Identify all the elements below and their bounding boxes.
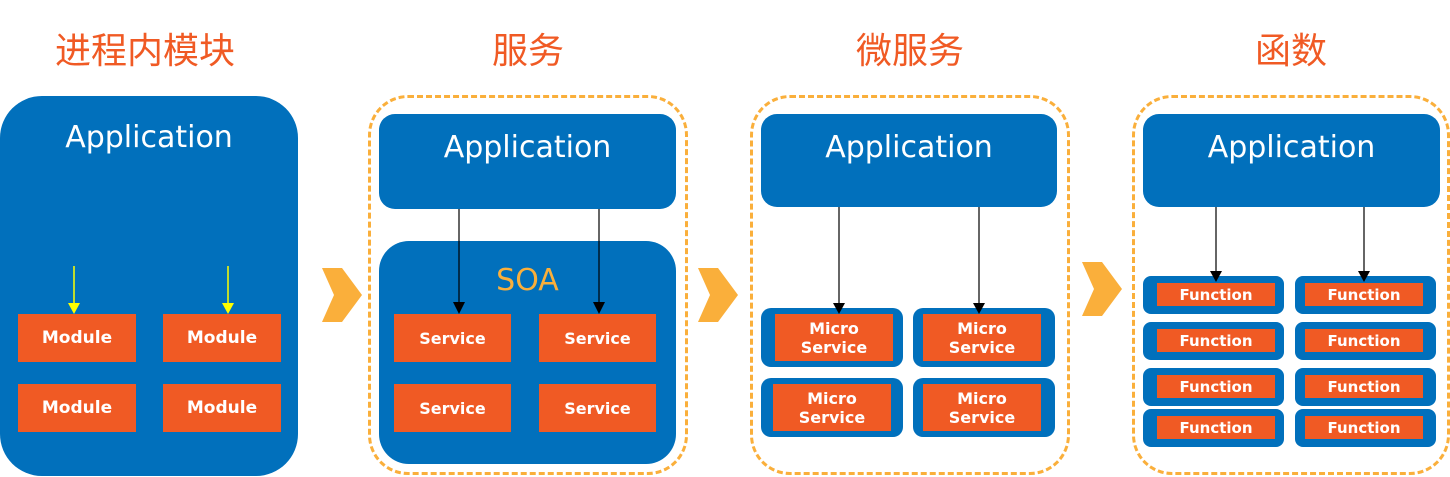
application-label: Application — [1207, 130, 1376, 165]
microservice-box: Micro Service — [773, 384, 891, 431]
stage-title-functions: 函数 — [1254, 31, 1327, 72]
stage-2-boundary — [368, 95, 688, 475]
module-box: Module — [18, 384, 136, 432]
function-container: Function — [1295, 409, 1436, 447]
module-box: Module — [163, 384, 281, 432]
microservice-box: Micro Service — [775, 314, 893, 361]
module-box: Module — [163, 314, 281, 362]
function-box: Function — [1305, 283, 1423, 306]
function-container: Function — [1295, 368, 1436, 406]
function-container: Function — [1295, 322, 1436, 360]
transition-arrow-icon — [698, 268, 738, 322]
stage-4-boundary — [1132, 95, 1450, 475]
microservice-container: Micro Service — [913, 378, 1055, 437]
transition-arrow-icon — [1082, 262, 1122, 316]
service-box: Service — [394, 314, 511, 362]
service-box: Service — [539, 314, 656, 362]
microservice-box: Micro Service — [923, 384, 1041, 431]
microservice-container: Micro Service — [761, 378, 903, 437]
function-box: Function — [1157, 375, 1275, 398]
service-box: Service — [394, 384, 511, 432]
function-container: Function — [1143, 409, 1284, 447]
soa-label: SOA — [496, 263, 559, 298]
stage-4-application-box: Application — [1143, 114, 1440, 207]
stage-title-services: 服务 — [491, 31, 564, 72]
function-box: Function — [1157, 416, 1275, 439]
stage-3-application-box: Application — [761, 114, 1057, 207]
microservice-box: Micro Service — [923, 314, 1041, 361]
function-container: Function — [1143, 276, 1284, 314]
stage-3-boundary — [750, 95, 1070, 475]
function-container: Function — [1295, 276, 1436, 314]
application-label: Application — [65, 120, 233, 155]
function-box: Function — [1305, 329, 1423, 352]
microservice-container: Micro Service — [761, 308, 903, 367]
microservice-container: Micro Service — [913, 308, 1055, 367]
function-container: Function — [1143, 368, 1284, 406]
stage-title-in-process-modules: 进程内模块 — [54, 31, 235, 72]
stage-2-application-box: Application — [379, 114, 676, 209]
function-box: Function — [1157, 283, 1275, 306]
function-box: Function — [1305, 375, 1423, 398]
application-label: Application — [825, 130, 993, 165]
transition-arrow-icon — [322, 268, 362, 322]
service-box: Service — [539, 384, 656, 432]
application-label: Application — [443, 130, 612, 165]
function-box: Function — [1157, 329, 1275, 352]
function-container: Function — [1143, 322, 1284, 360]
module-box: Module — [18, 314, 136, 362]
function-box: Function — [1305, 416, 1423, 439]
stage-title-microservices: 微服务 — [855, 31, 964, 72]
